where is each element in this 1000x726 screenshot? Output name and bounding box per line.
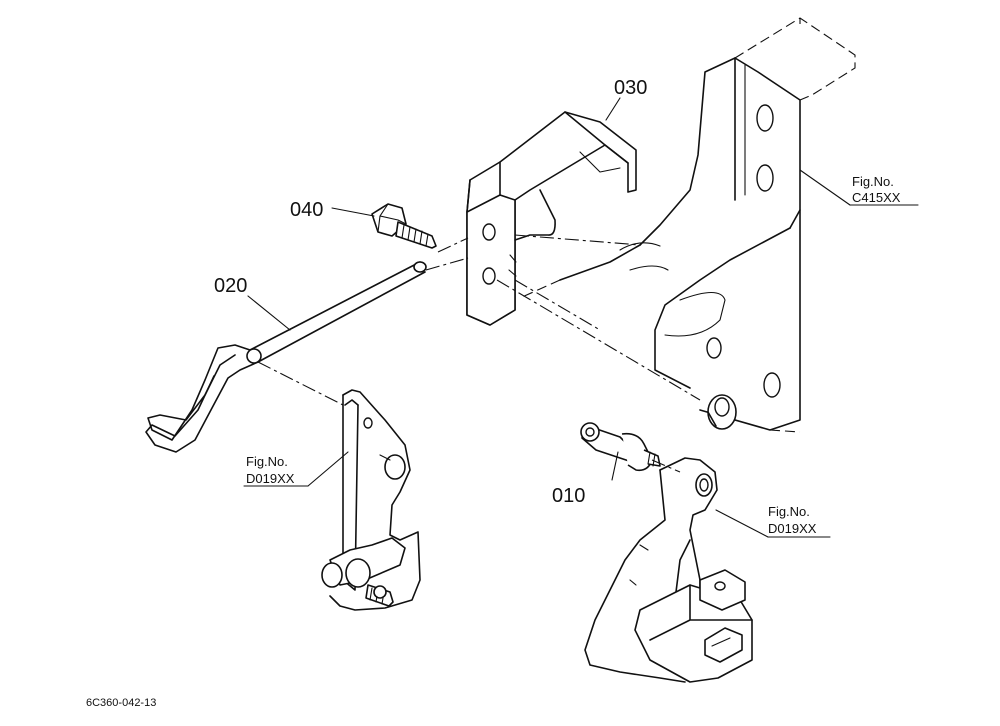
lever-assembly-right — [584, 457, 753, 683]
part-number-030: 030 — [614, 77, 647, 99]
frame-hole-upper — [756, 104, 774, 132]
part-020-rod — [145, 261, 427, 453]
frame-hole-bottom — [763, 372, 781, 398]
fig-ref-d019-left-line1: Fig.No. — [246, 454, 288, 469]
frame-bracket — [519, 17, 856, 433]
part-010-pin — [580, 422, 661, 472]
part-number-010: 010 — [552, 485, 585, 507]
part-number-020: 020 — [214, 275, 247, 297]
part-040-bolt — [371, 203, 437, 249]
bracket-hole-lower — [482, 267, 496, 285]
bracket-hole-upper — [482, 223, 496, 241]
part-number-040: 040 — [290, 199, 323, 221]
fig-ref-d019-right-line2: D019XX — [768, 521, 817, 536]
frame-hole-lower — [706, 337, 722, 359]
fig-ref-c415-line1: Fig.No. — [852, 174, 894, 189]
fig-ref-d019-left-line2: D019XX — [246, 471, 295, 486]
assembly-centerlines — [257, 234, 701, 473]
fig-ref-d019-right-line1: Fig.No. — [768, 504, 810, 519]
part-030-bracket — [466, 111, 637, 326]
frame-hole-middle — [756, 164, 774, 192]
lever-assembly-left — [321, 389, 421, 611]
drawing-code: 6C360-042-13 — [86, 697, 156, 709]
fig-ref-c415-line2: C415XX — [852, 190, 901, 205]
washer — [707, 394, 737, 430]
labels: 030 040 020 010 Fig.No. C415XX Fig.No. D… — [86, 77, 901, 709]
leader-lines — [243, 97, 919, 538]
